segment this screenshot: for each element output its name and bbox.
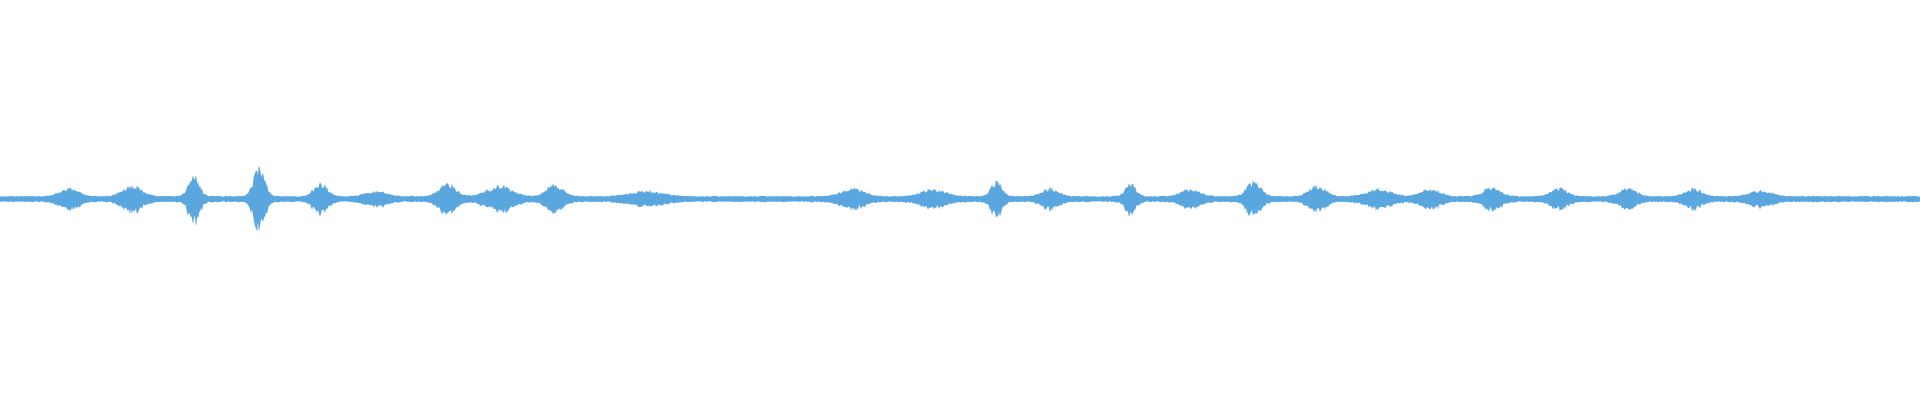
waveform-envelope [0, 166, 1920, 232]
